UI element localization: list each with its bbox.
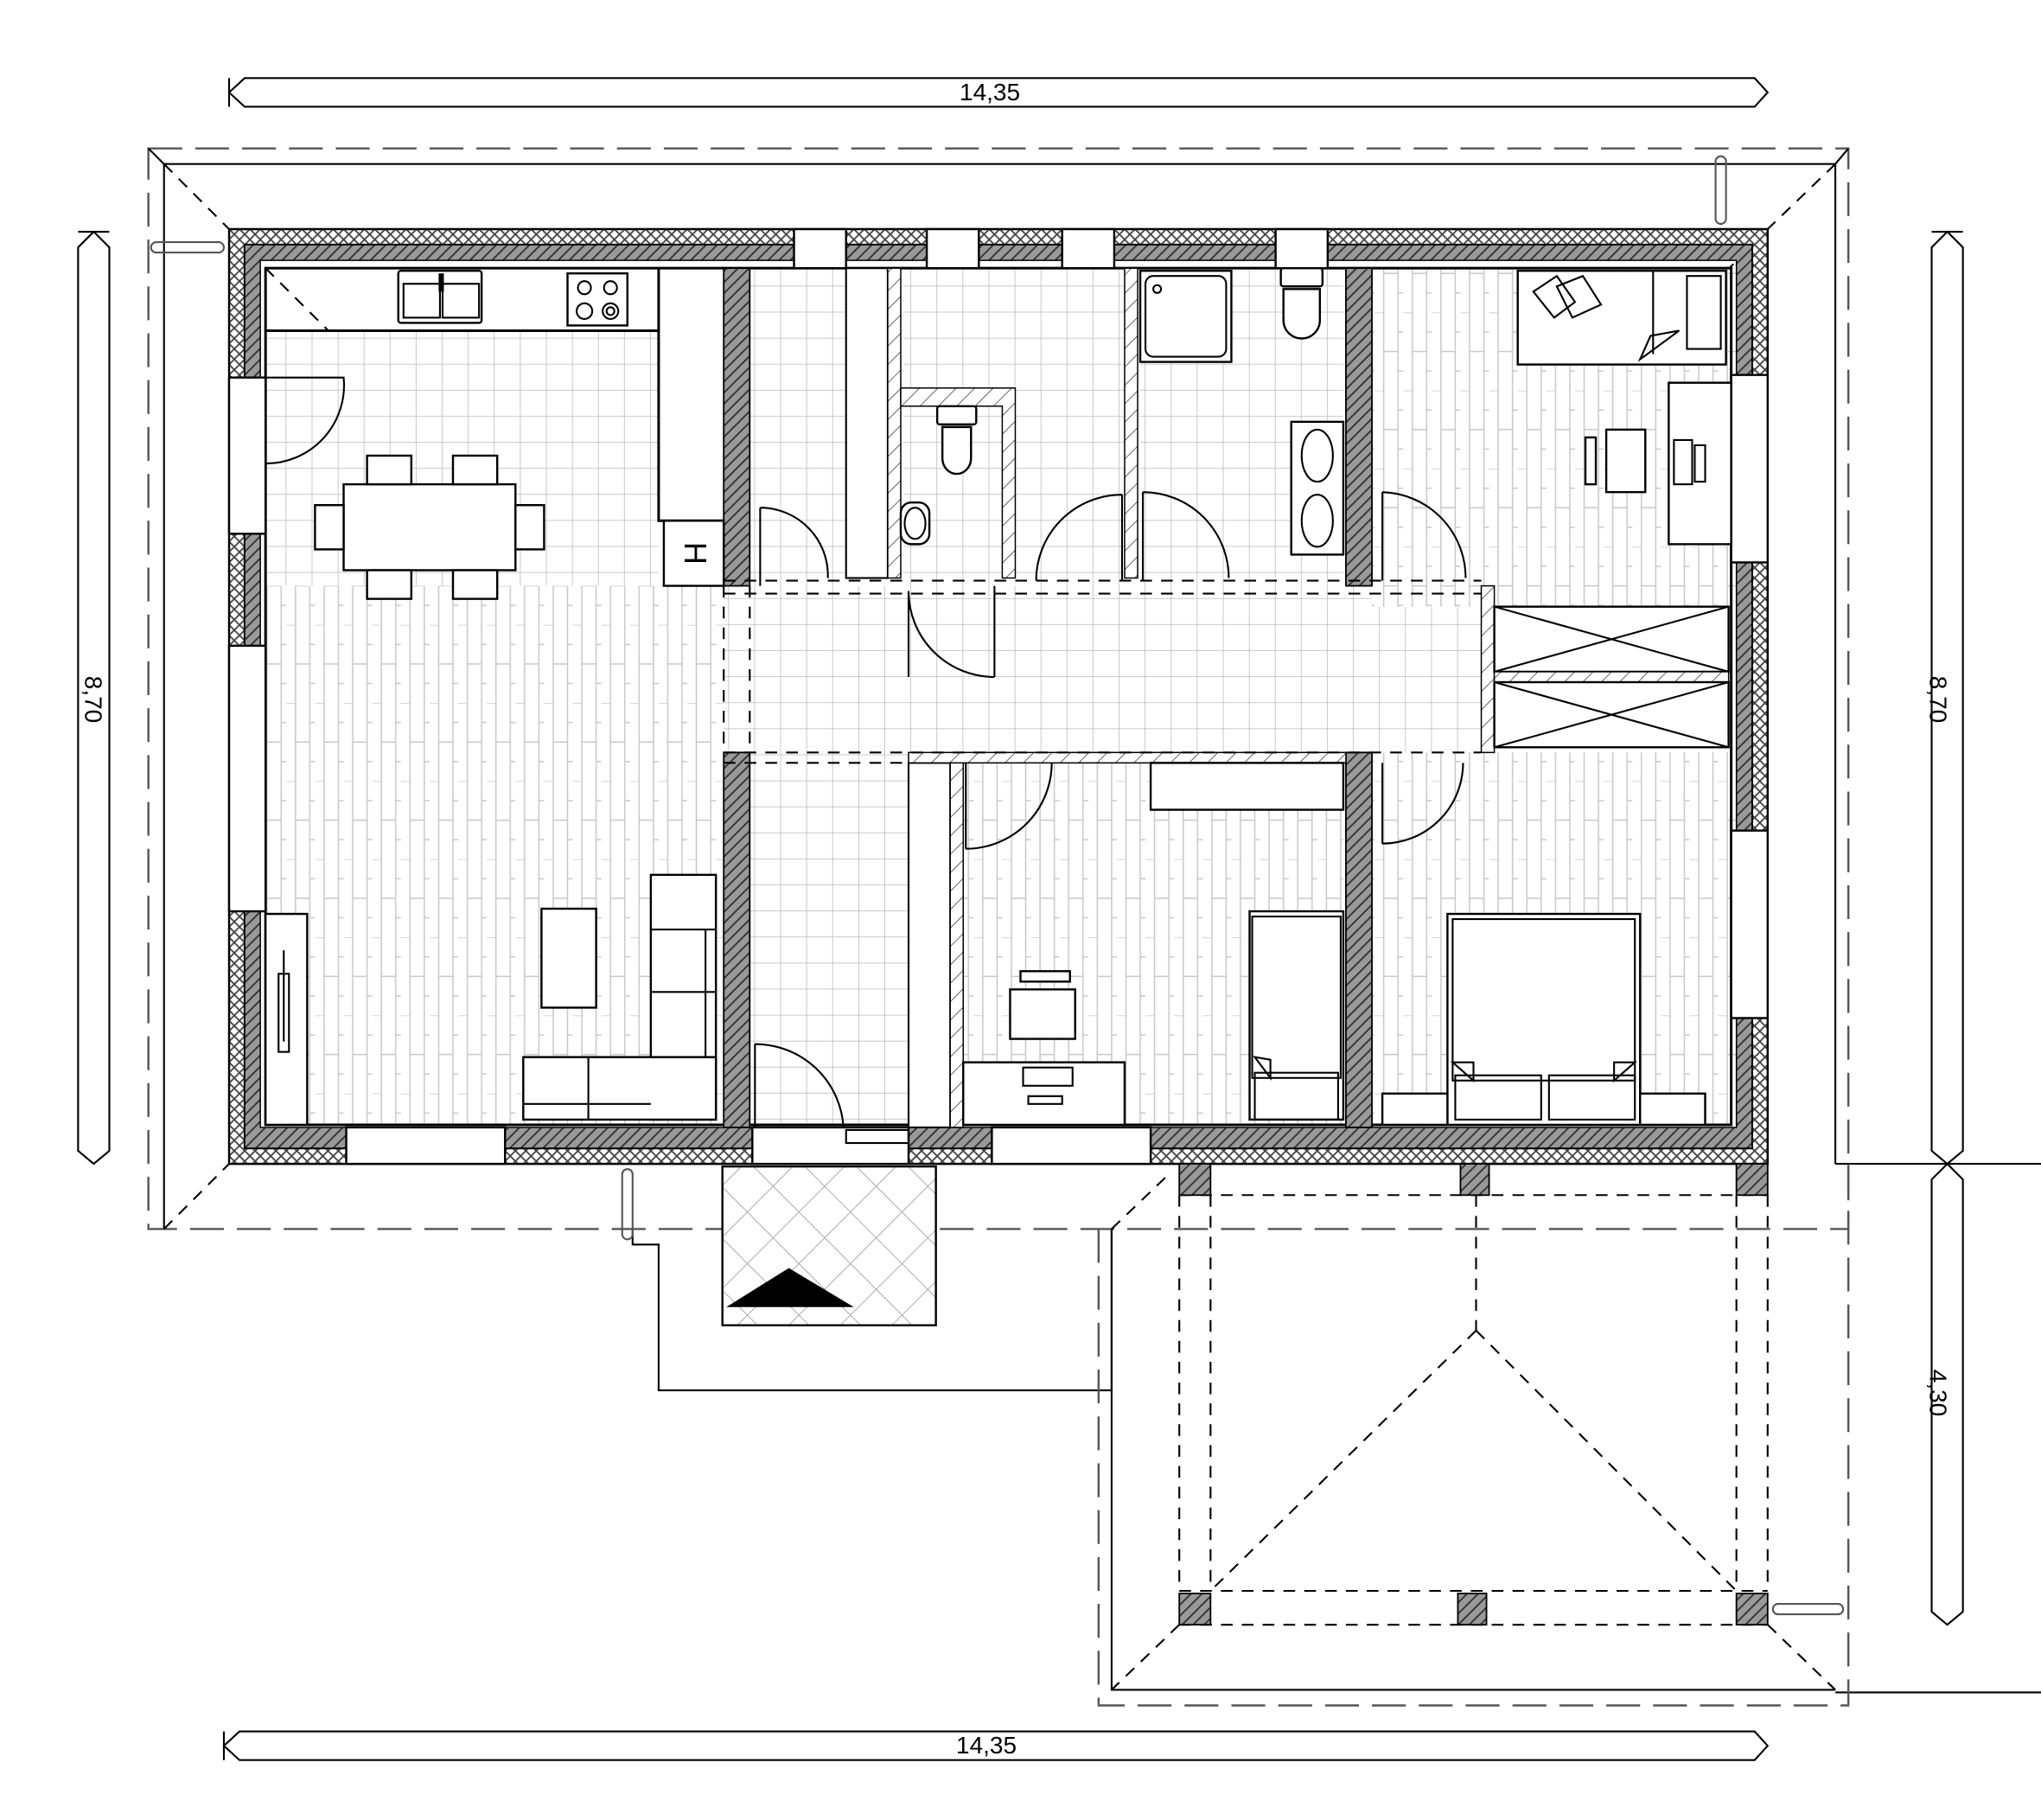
bathroom-toilet-icon — [1279, 266, 1324, 340]
cooktop-icon — [566, 271, 628, 327]
dimension-right-main — [1835, 230, 2041, 1165]
sofa-l-shape — [522, 873, 718, 1121]
windows — [227, 227, 1769, 1165]
dining-table — [314, 454, 545, 600]
entrance-step — [721, 1165, 937, 1327]
dimension-right-porch — [1835, 1162, 2041, 1694]
wc-toilet-icon — [935, 405, 978, 476]
dimension-top — [227, 77, 1770, 108]
dimension-left — [77, 230, 111, 1165]
shower-tray-icon — [1138, 269, 1233, 363]
downpipes — [150, 155, 1845, 1616]
bedroom1-desk — [1584, 381, 1732, 546]
wardrobe-closets — [1493, 605, 1730, 749]
double-basin-icon — [1290, 420, 1345, 556]
bedroom2-desk — [962, 970, 1126, 1127]
interior-walls — [723, 267, 1496, 1129]
boiler-unit: H — [662, 520, 725, 587]
roof-outline-porch — [1097, 1164, 1850, 1707]
master-double-bed — [1446, 912, 1642, 1127]
entry-arrow-icon — [726, 1268, 854, 1307]
bedroom2-shelf — [1149, 762, 1345, 811]
bedroom1-bed — [1516, 269, 1727, 366]
wc-basin-icon — [899, 501, 931, 546]
bedroom2-bed — [1248, 910, 1345, 1121]
svg-text:H: H — [678, 542, 713, 565]
dimension-bottom — [222, 1730, 1770, 1761]
coffee-table — [540, 907, 597, 1009]
doors — [265, 376, 1467, 1145]
nightstands — [1381, 1092, 1706, 1127]
sink-icon — [397, 269, 483, 324]
tv-cabinet — [264, 912, 309, 1127]
terrace-columns — [1178, 1163, 1769, 1626]
